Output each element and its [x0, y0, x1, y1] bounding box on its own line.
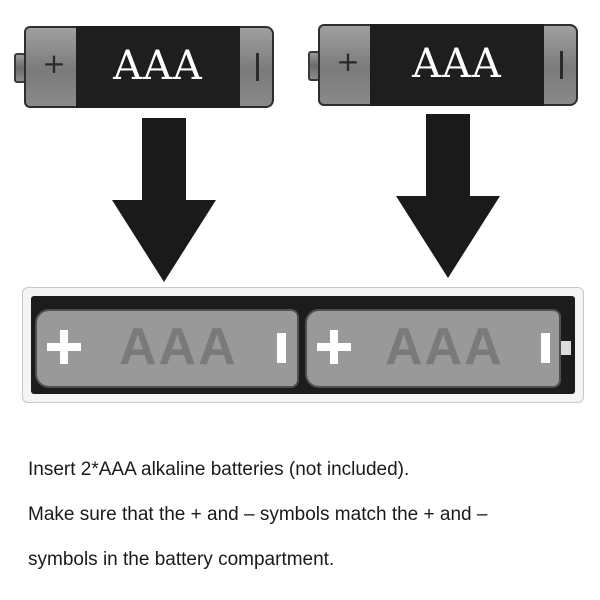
plus-icon: + [42, 47, 66, 80]
instruction-line-2: Make sure that the + and – symbols match… [28, 504, 488, 525]
compartment-battery-right: AAA [305, 309, 571, 388]
battery-label: AAA [119, 318, 238, 376]
battery-body [35, 309, 299, 388]
minus-icon [560, 51, 563, 79]
minus-icon [277, 333, 286, 363]
battery-label: AAA [385, 318, 504, 376]
instruction-line-1: Insert 2*AAA alkaline batteries (not inc… [28, 459, 410, 480]
plus-icon [317, 330, 351, 364]
battery-contact [561, 341, 571, 355]
battery-cap [24, 26, 76, 108]
battery-body: AAA [370, 24, 544, 106]
minus-icon [256, 53, 259, 81]
down-arrow-icon [396, 114, 500, 278]
battery-cap [318, 24, 370, 106]
battery-compartment: AAA AAA [22, 287, 584, 403]
plus-icon [47, 330, 81, 364]
down-arrow-icon [112, 118, 216, 282]
plus-icon: + [336, 45, 360, 78]
compartment-well: AAA AAA [31, 296, 575, 394]
loose-battery-right: + AAA [308, 24, 578, 106]
battery-label: AAA [412, 41, 502, 87]
battery-label: AAA [113, 43, 203, 89]
loose-battery-left: + AAA [14, 26, 274, 108]
instruction-line-3: symbols in the battery compartment. [28, 549, 335, 570]
compartment-battery-left: AAA [35, 309, 299, 388]
minus-icon [541, 333, 550, 363]
battery-body: AAA [76, 26, 240, 108]
